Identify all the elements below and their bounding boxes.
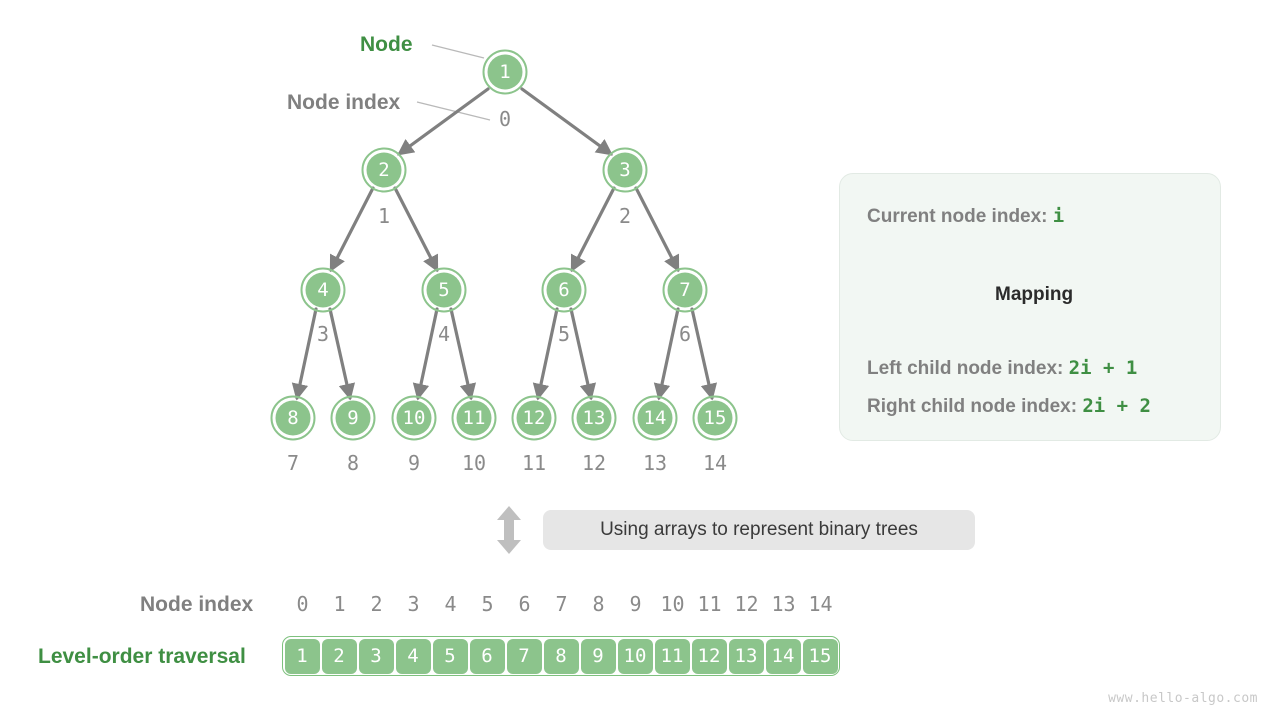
callout-leader-lines (416, 44, 491, 121)
right-child-index-line: Right child node index: 2i + 2 (867, 395, 1151, 417)
tree-node-value: 15 (703, 407, 727, 429)
tree-node-circles (270, 49, 738, 441)
array-index-label: 11 (697, 592, 722, 616)
array-index-label: 10 (660, 592, 685, 616)
tree-node-index: 8 (346, 451, 360, 475)
caption-box: Using arrays to represent binary trees (543, 510, 975, 550)
array-cell: 12 (691, 638, 727, 674)
tree-node-index: 9 (407, 451, 421, 475)
tree-node-value: 14 (643, 407, 667, 429)
array-cell: 1 (284, 638, 320, 674)
tree-node-index: 5 (557, 322, 571, 346)
mapping-label: Mapping (995, 284, 1074, 305)
tree-node-value: 8 (287, 407, 299, 429)
array-index-label: 12 (734, 592, 759, 616)
array-index-label: 7 (555, 592, 568, 616)
tree-edges (291, 87, 718, 401)
tree-node-index: 0 (498, 107, 512, 131)
tree-node-value: 1 (499, 61, 511, 83)
tree-node-index: 1 (377, 204, 391, 228)
callout-node-label: Node (360, 33, 413, 56)
array-index-label: 5 (481, 592, 494, 616)
array-cell: 9 (580, 638, 616, 674)
array-index-label: 13 (771, 592, 796, 616)
watermark: www.hello-algo.com (1108, 691, 1258, 706)
array-index-label: 14 (808, 592, 833, 616)
caption-text: Using arrays to represent binary trees (600, 519, 918, 540)
tree-node-index: 11 (521, 451, 547, 475)
tree-node (692, 395, 738, 441)
tree-node (391, 395, 437, 441)
array-node-index-label: Node index (140, 593, 254, 616)
array-index-label: 2 (370, 592, 383, 616)
tree-node-value: 10 (402, 407, 426, 429)
array-cell: 14 (765, 638, 801, 674)
tree-node-index: 12 (581, 451, 607, 475)
array-cell: 8 (543, 638, 579, 674)
tree-node-index: 10 (461, 451, 487, 475)
tree-node (541, 267, 587, 313)
array-cell: 4 (395, 638, 431, 674)
tree-node-value: 4 (317, 279, 329, 301)
array-cell: 15 (802, 638, 838, 674)
tree-node-index: 13 (642, 451, 668, 475)
current-node-index-value: i (1052, 205, 1065, 227)
tree-node (300, 267, 346, 313)
array-index-label: 8 (592, 592, 605, 616)
tree-node (511, 395, 557, 441)
tree-node (421, 267, 467, 313)
tree-node-value: 12 (522, 407, 546, 429)
right-child-index-value: 2i + 2 (1082, 395, 1151, 417)
tree-node (632, 395, 678, 441)
array-cell: 10 (617, 638, 653, 674)
array-index-label: 1 (333, 592, 346, 616)
tree-node (602, 147, 648, 193)
tree-node-index: 3 (316, 322, 330, 346)
array-cell: 2 (321, 638, 357, 674)
array-cell: 6 (469, 638, 505, 674)
tree-node (270, 395, 316, 441)
tree-node (451, 395, 497, 441)
left-child-index-label: Left child node index: (867, 358, 1064, 379)
tree-node-value: 11 (462, 407, 486, 429)
array-cell: 11 (654, 638, 690, 674)
array-level-order-label: Level-order traversal (38, 645, 246, 668)
left-child-index-value: 2i + 1 (1068, 357, 1138, 379)
tree-node-value: 13 (582, 407, 606, 429)
tree-node-index: 14 (702, 451, 728, 475)
tree-node (330, 395, 376, 441)
left-child-index-line: Left child node index: 2i + 1 (867, 357, 1138, 379)
tree-node-value: 3 (619, 159, 631, 181)
tree-node (482, 49, 528, 95)
current-node-index-line: Current node index: i (867, 205, 1065, 227)
tree-node-value: 6 (558, 279, 570, 301)
up-down-arrow-icon (497, 506, 521, 554)
array-cell: 3 (358, 638, 394, 674)
right-child-index-label: Right child node index: (867, 396, 1078, 417)
callout-node-index-label: Node index (287, 91, 401, 114)
current-node-index-label: Current node index: (867, 206, 1048, 227)
array-index-label: 9 (629, 592, 642, 616)
array-cell: 13 (728, 638, 764, 674)
array-index-label: 3 (407, 592, 420, 616)
tree-node-value: 2 (378, 159, 390, 181)
array-cell: 7 (506, 638, 542, 674)
tree-node (571, 395, 617, 441)
tree-node (662, 267, 708, 313)
tree-node-value: 7 (679, 279, 691, 301)
array-index-label: 6 (518, 592, 531, 616)
array-index-label: 0 (296, 592, 309, 616)
tree-node-value: 5 (438, 279, 450, 301)
tree-node-value: 9 (347, 407, 359, 429)
array-index-label: 4 (444, 592, 457, 616)
tree-node-index: 7 (286, 451, 300, 475)
tree-node-index: 6 (678, 322, 692, 346)
array-cell: 5 (432, 638, 468, 674)
mapping-panel: Current node index: i Mapping Left child… (839, 173, 1221, 441)
tree-node-index: 2 (618, 204, 632, 228)
tree-node (361, 147, 407, 193)
tree-node-index: 4 (437, 322, 451, 346)
